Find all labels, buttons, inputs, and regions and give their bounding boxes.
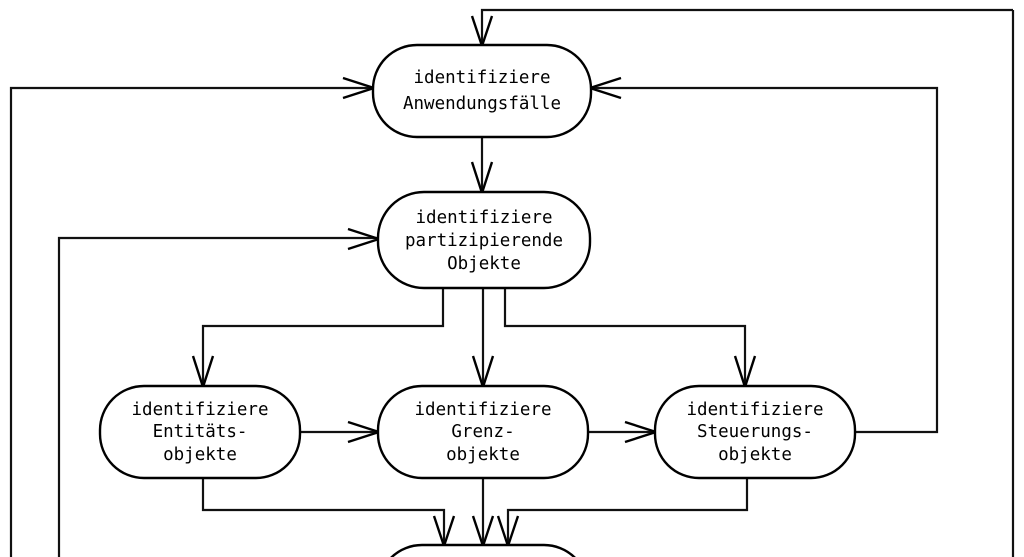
edge-left-feedback-into-use-cases <box>9 86 373 557</box>
node-label-boundary-line2: Grenz- <box>451 422 514 442</box>
node-identify-control-objects[interactable]: identifiziere Steuerungs- objekte <box>653 384 857 480</box>
node-label-participating-line1: identifiziere <box>416 208 553 228</box>
edge-participating-to-entity <box>201 288 445 386</box>
edge-left-feedback-into-participating <box>57 236 378 557</box>
node-label-participating-line3: Objekte <box>447 254 521 274</box>
node-label-entity-line2: Entitäts- <box>153 422 248 442</box>
node-shape-boundary <box>376 384 590 480</box>
node-label-use-cases-line1: identifiziere <box>414 68 551 88</box>
node-label-entity-line3: objekte <box>163 445 237 465</box>
node-identify-boundary-objects[interactable]: identifiziere Grenz- objekte <box>376 384 590 480</box>
node-label-control-line3: objekte <box>718 445 792 465</box>
node-label-participating-line2: partizipierende <box>405 231 563 251</box>
node-label-use-cases-line2: Anwendungsfälle <box>403 94 561 114</box>
node-shape-bottom <box>390 543 576 557</box>
node-shape-entity <box>98 384 302 480</box>
edge-control-to-use-cases <box>591 86 939 434</box>
node-shape-participating <box>376 190 592 290</box>
edge-control-to-bottom <box>506 478 749 545</box>
node-bottom-cut-off[interactable] <box>378 543 588 557</box>
edge-participating-to-control <box>503 288 747 386</box>
node-identify-use-cases[interactable]: identifiziere Anwendungsfälle <box>371 43 593 139</box>
node-label-control-line2: Steuerungs- <box>697 422 813 442</box>
node-shape-control <box>653 384 857 480</box>
node-label-boundary-line1: identifiziere <box>415 400 552 420</box>
node-layer: identifiziere Anwendungsfälle identifizi… <box>98 43 857 557</box>
node-identify-entity-objects[interactable]: identifiziere Entitäts- objekte <box>98 384 302 480</box>
node-shape-use-cases <box>371 43 593 139</box>
edge-top-feedback-into-use-cases <box>480 8 1013 45</box>
node-label-entity-line1: identifiziere <box>132 400 269 420</box>
node-label-boundary-line3: objekte <box>446 445 520 465</box>
node-identify-participating-objects[interactable]: identifiziere partizipierende Objekte <box>376 190 592 290</box>
node-label-control-line1: identifiziere <box>687 400 824 420</box>
edge-entity-to-bottom <box>201 478 446 545</box>
